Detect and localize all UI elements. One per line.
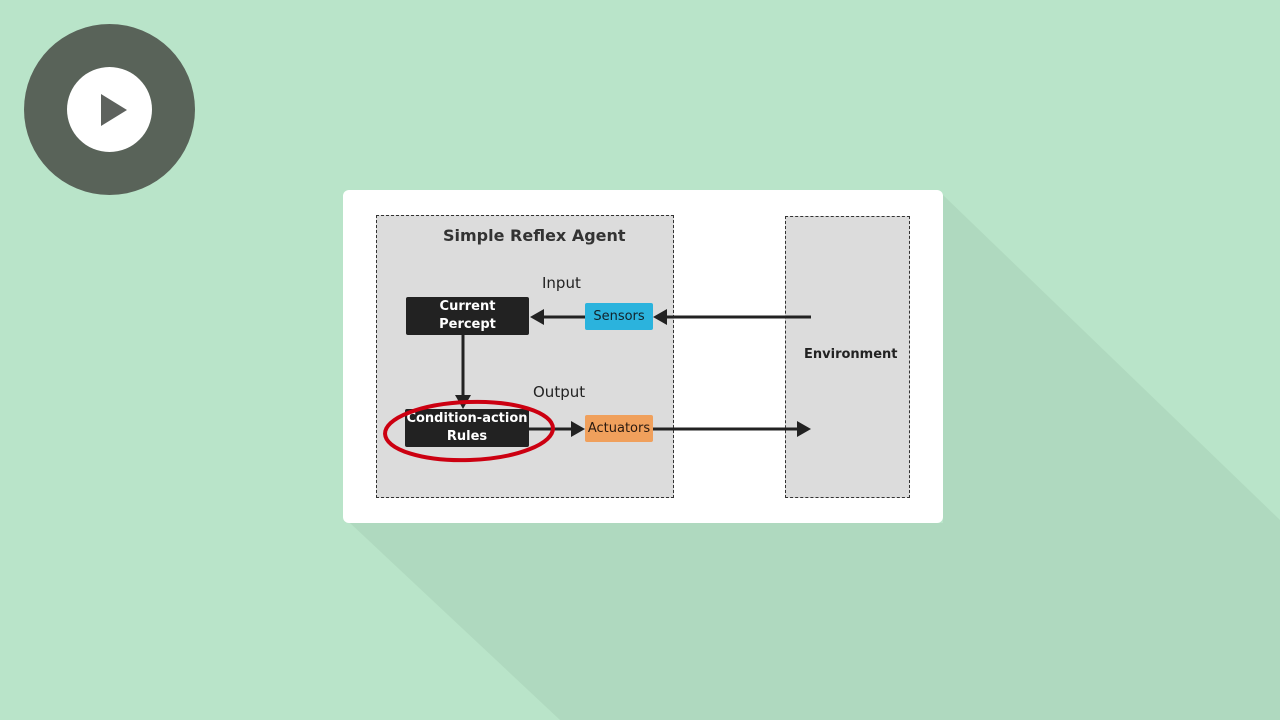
rules-line1: Condition-action: [406, 411, 528, 426]
actuators-box: Actuators: [585, 415, 653, 442]
play-icon: [101, 94, 127, 126]
highlight-overlay: [383, 399, 555, 463]
current-percept-box: Current Percept: [406, 297, 529, 335]
highlight-ring: [383, 399, 555, 463]
play-button[interactable]: [24, 24, 195, 195]
diagram-connectors: [455, 309, 811, 437]
env-to-sensors-arrowhead: [653, 309, 667, 325]
rules-to-actuators-arrowhead: [571, 421, 585, 437]
current-percept-line1: Current: [439, 299, 496, 314]
play-button-inner: [67, 67, 152, 152]
current-percept-line2: Percept: [439, 317, 496, 332]
input-label: Input: [542, 274, 581, 292]
environment-label: Environment: [804, 347, 898, 362]
output-label: Output: [533, 383, 586, 401]
agent-boundary-box: [376, 215, 674, 498]
condition-action-rules-box: Condition-action Rules: [405, 409, 529, 447]
rules-line2: Rules: [446, 429, 488, 444]
diagram-title: Simple Reflex Agent: [443, 226, 626, 245]
sensors-to-percept-arrowhead: [530, 309, 544, 325]
actuators-to-env-arrowhead: [797, 421, 811, 437]
sensors-box: Sensors: [585, 303, 653, 330]
diagram-card: Simple Reflex Agent Input Output Environ…: [343, 190, 943, 523]
environment-boundary-box: [785, 216, 910, 498]
